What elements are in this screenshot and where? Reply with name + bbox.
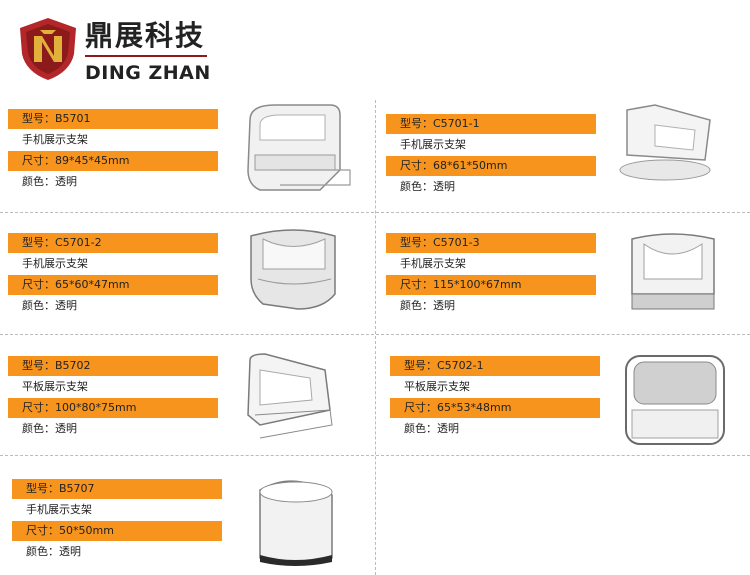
product-size: 尺寸：65*60*47mm — [8, 275, 218, 295]
product-color: 颜色：透明 — [400, 180, 455, 193]
product-photo-c5701-3 — [622, 224, 722, 316]
brand-name-en: DING ZHAN — [85, 62, 211, 84]
product-category: 平板展示支架 — [404, 380, 470, 393]
brand-name-cn: 鼎展科技 — [85, 19, 206, 52]
product-card-c5701-2: 型号：C5701-2 手机展示支架 尺寸：65*60*47mm 颜色：透明 — [8, 233, 368, 323]
product-photo-c5702-1 — [620, 350, 730, 450]
product-model: 型号：B5701 — [8, 109, 218, 129]
product-color: 颜色：透明 — [22, 175, 77, 188]
product-size: 尺寸：100*80*75mm — [8, 398, 218, 418]
product-model: 型号：B5702 — [8, 356, 218, 376]
product-photo-b5701 — [240, 100, 355, 200]
product-photo-c5701-2 — [243, 224, 343, 314]
product-color: 颜色：透明 — [22, 299, 77, 312]
product-card-c5701-1: 型号：C5701-1 手机展示支架 尺寸：68*61*50mm 颜色：透明 — [386, 114, 746, 204]
product-card-c5701-3: 型号：C5701-3 手机展示支架 尺寸：115*100*67mm 颜色：透明 — [386, 233, 746, 323]
product-photo-b5702 — [240, 350, 340, 440]
product-size: 尺寸：50*50mm — [12, 521, 222, 541]
product-color: 颜色：透明 — [26, 545, 81, 558]
product-size: 尺寸：65*53*48mm — [390, 398, 600, 418]
product-model: 型号：B5707 — [12, 479, 222, 499]
brand-shield-logo — [18, 16, 78, 82]
product-model: 型号：C5701-2 — [8, 233, 218, 253]
brand-divider — [85, 55, 207, 57]
product-category: 平板展示支架 — [22, 380, 88, 393]
product-card-c5702-1: 型号：C5702-1 平板展示支架 尺寸：65*53*48mm 颜色：透明 — [390, 356, 750, 446]
product-model: 型号：C5701-3 — [386, 233, 596, 253]
product-model: 型号：C5701-1 — [386, 114, 596, 134]
product-photo-c5701-1 — [615, 100, 725, 190]
column-divider — [375, 100, 376, 575]
product-model: 型号：C5702-1 — [390, 356, 600, 376]
product-card-b5701: 型号：B5701 手机展示支架 尺寸：89*45*45mm 颜色：透明 — [8, 109, 368, 199]
product-color: 颜色：透明 — [22, 422, 77, 435]
product-category: 手机展示支架 — [400, 138, 466, 151]
product-card-b5702: 型号：B5702 平板展示支架 尺寸：100*80*75mm 颜色：透明 — [8, 356, 368, 446]
product-category: 手机展示支架 — [22, 257, 88, 270]
product-size: 尺寸：115*100*67mm — [386, 275, 596, 295]
product-size: 尺寸：89*45*45mm — [8, 151, 218, 171]
product-category: 手机展示支架 — [22, 133, 88, 146]
product-color: 颜色：透明 — [404, 422, 459, 435]
product-color: 颜色：透明 — [400, 299, 455, 312]
product-category: 手机展示支架 — [26, 503, 92, 516]
product-size: 尺寸：68*61*50mm — [386, 156, 596, 176]
product-category: 手机展示支架 — [400, 257, 466, 270]
product-card-b5707: 型号：B5707 手机展示支架 尺寸：50*50mm 颜色：透明 — [12, 479, 372, 569]
product-photo-b5707 — [250, 470, 340, 570]
